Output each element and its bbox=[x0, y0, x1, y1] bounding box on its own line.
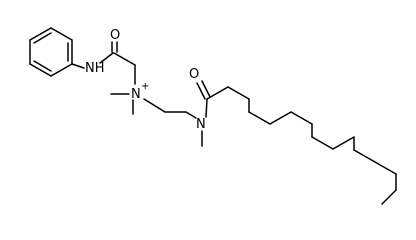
bond bbox=[185, 111, 197, 119]
chain-bond bbox=[227, 86, 250, 100]
atom-label-n-plus: N bbox=[131, 87, 141, 102]
atom-label-o: O bbox=[189, 67, 199, 82]
chain-bond bbox=[311, 136, 334, 150]
carbonyl-double-bond bbox=[196, 82, 206, 100]
chain-bond bbox=[353, 149, 376, 163]
bond bbox=[29, 27, 52, 41]
aromatic-double-bond bbox=[33, 32, 52, 44]
bond bbox=[50, 63, 73, 77]
atom-label-n: N bbox=[196, 117, 206, 132]
chain-bond bbox=[269, 111, 292, 125]
atom-label-nh: NH bbox=[85, 61, 105, 76]
chain-bond bbox=[381, 189, 397, 205]
charge-plus: + bbox=[141, 81, 149, 92]
chain-bond bbox=[248, 111, 271, 125]
bond bbox=[29, 63, 52, 77]
chain-bond bbox=[206, 86, 229, 100]
carbonyl-double-bond bbox=[201, 80, 211, 98]
bond bbox=[71, 63, 85, 69]
bond bbox=[113, 52, 136, 66]
chain-bond bbox=[374, 161, 397, 175]
chain-bond bbox=[332, 136, 355, 150]
phenyl-ring bbox=[29, 27, 73, 77]
bond bbox=[99, 52, 114, 64]
chain-bond bbox=[290, 111, 313, 125]
bond bbox=[50, 27, 73, 41]
alkyl-chain bbox=[206, 86, 397, 205]
bond bbox=[205, 98, 208, 118]
aromatic-double-bond bbox=[33, 60, 52, 72]
bond bbox=[143, 98, 166, 113]
atom-label-o: O bbox=[110, 28, 120, 43]
